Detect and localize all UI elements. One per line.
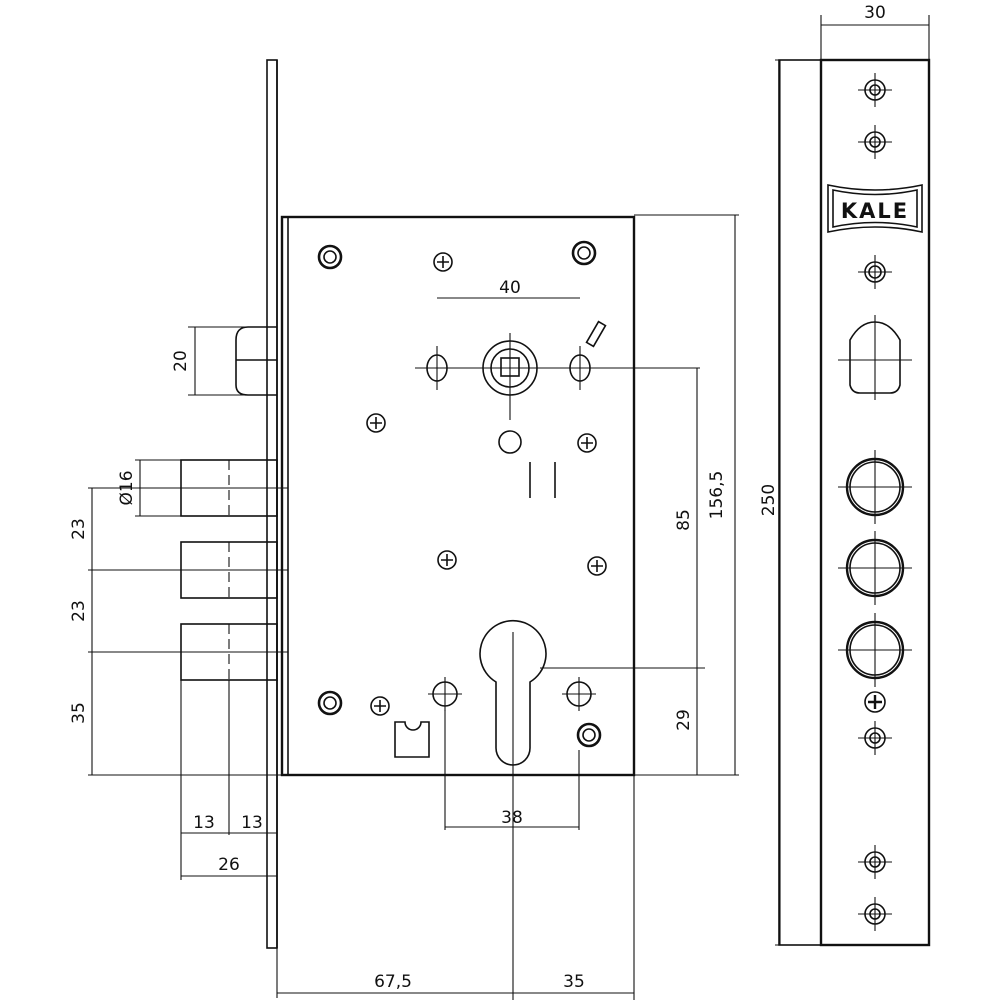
strike-plate [775,15,931,947]
brand-logo-text: KALE [841,199,909,223]
screw-hole-icon [858,255,892,289]
screw-icon [370,696,390,716]
latch-opening-icon [838,315,912,400]
dimension-lines [88,214,739,1000]
screw-hole-icon [858,845,892,879]
kale-logo: KALE [827,184,923,233]
spindle-hub [415,320,700,498]
cylinder-cutout [394,619,596,1000]
screw-icon [433,252,453,272]
dimension-labels: 30 250 40 156,5 85 29 20 Ø16 23 23 35 13… [69,3,886,992]
faceplate [266,59,278,949]
lock-case [280,215,636,777]
screw-hole-icon [864,691,886,713]
dim-bolt-throw-total: 26 [218,855,240,875]
dim-bolt-diameter: Ø16 [117,470,137,505]
dim-case-edge: 35 [563,972,585,992]
screw-hole-icon [858,125,892,159]
dim-bolt-throw-1: 13 [193,813,215,833]
screw-hole-icon [858,897,892,931]
bolt-opening-icon [838,531,912,605]
dim-bolt-spacing-2: 23 [69,600,89,622]
screw-icon [577,433,597,453]
dim-strike-length: 250 [759,484,779,516]
bolt-opening-icon [838,613,912,687]
dim-strike-width: 30 [864,3,886,23]
dim-spindle-to-cylinder: 40 [499,278,521,298]
strike-holes [838,73,912,931]
screw-hole-icon [858,73,892,107]
dim-bolt-spacing-1: 23 [69,518,89,540]
screw-icon [587,556,607,576]
screw-icon [366,413,386,433]
screw-icons [366,252,607,716]
dim-spindle-to-lower: 85 [674,509,694,531]
dim-backset: 67,5 [374,972,412,992]
dim-spindle-height: 156,5 [707,471,727,520]
dim-bolt-bottom: 35 [69,702,89,724]
dim-latch-height: 20 [171,350,191,372]
dim-cylinder-to-bottom: 29 [674,709,694,731]
latch [235,326,277,396]
dim-cylinder-spacing: 38 [501,808,523,828]
screw-hole-icon [858,721,892,755]
screw-icon [437,550,457,570]
bolt-opening-icon [838,450,912,524]
dim-bolt-throw-2: 13 [241,813,263,833]
